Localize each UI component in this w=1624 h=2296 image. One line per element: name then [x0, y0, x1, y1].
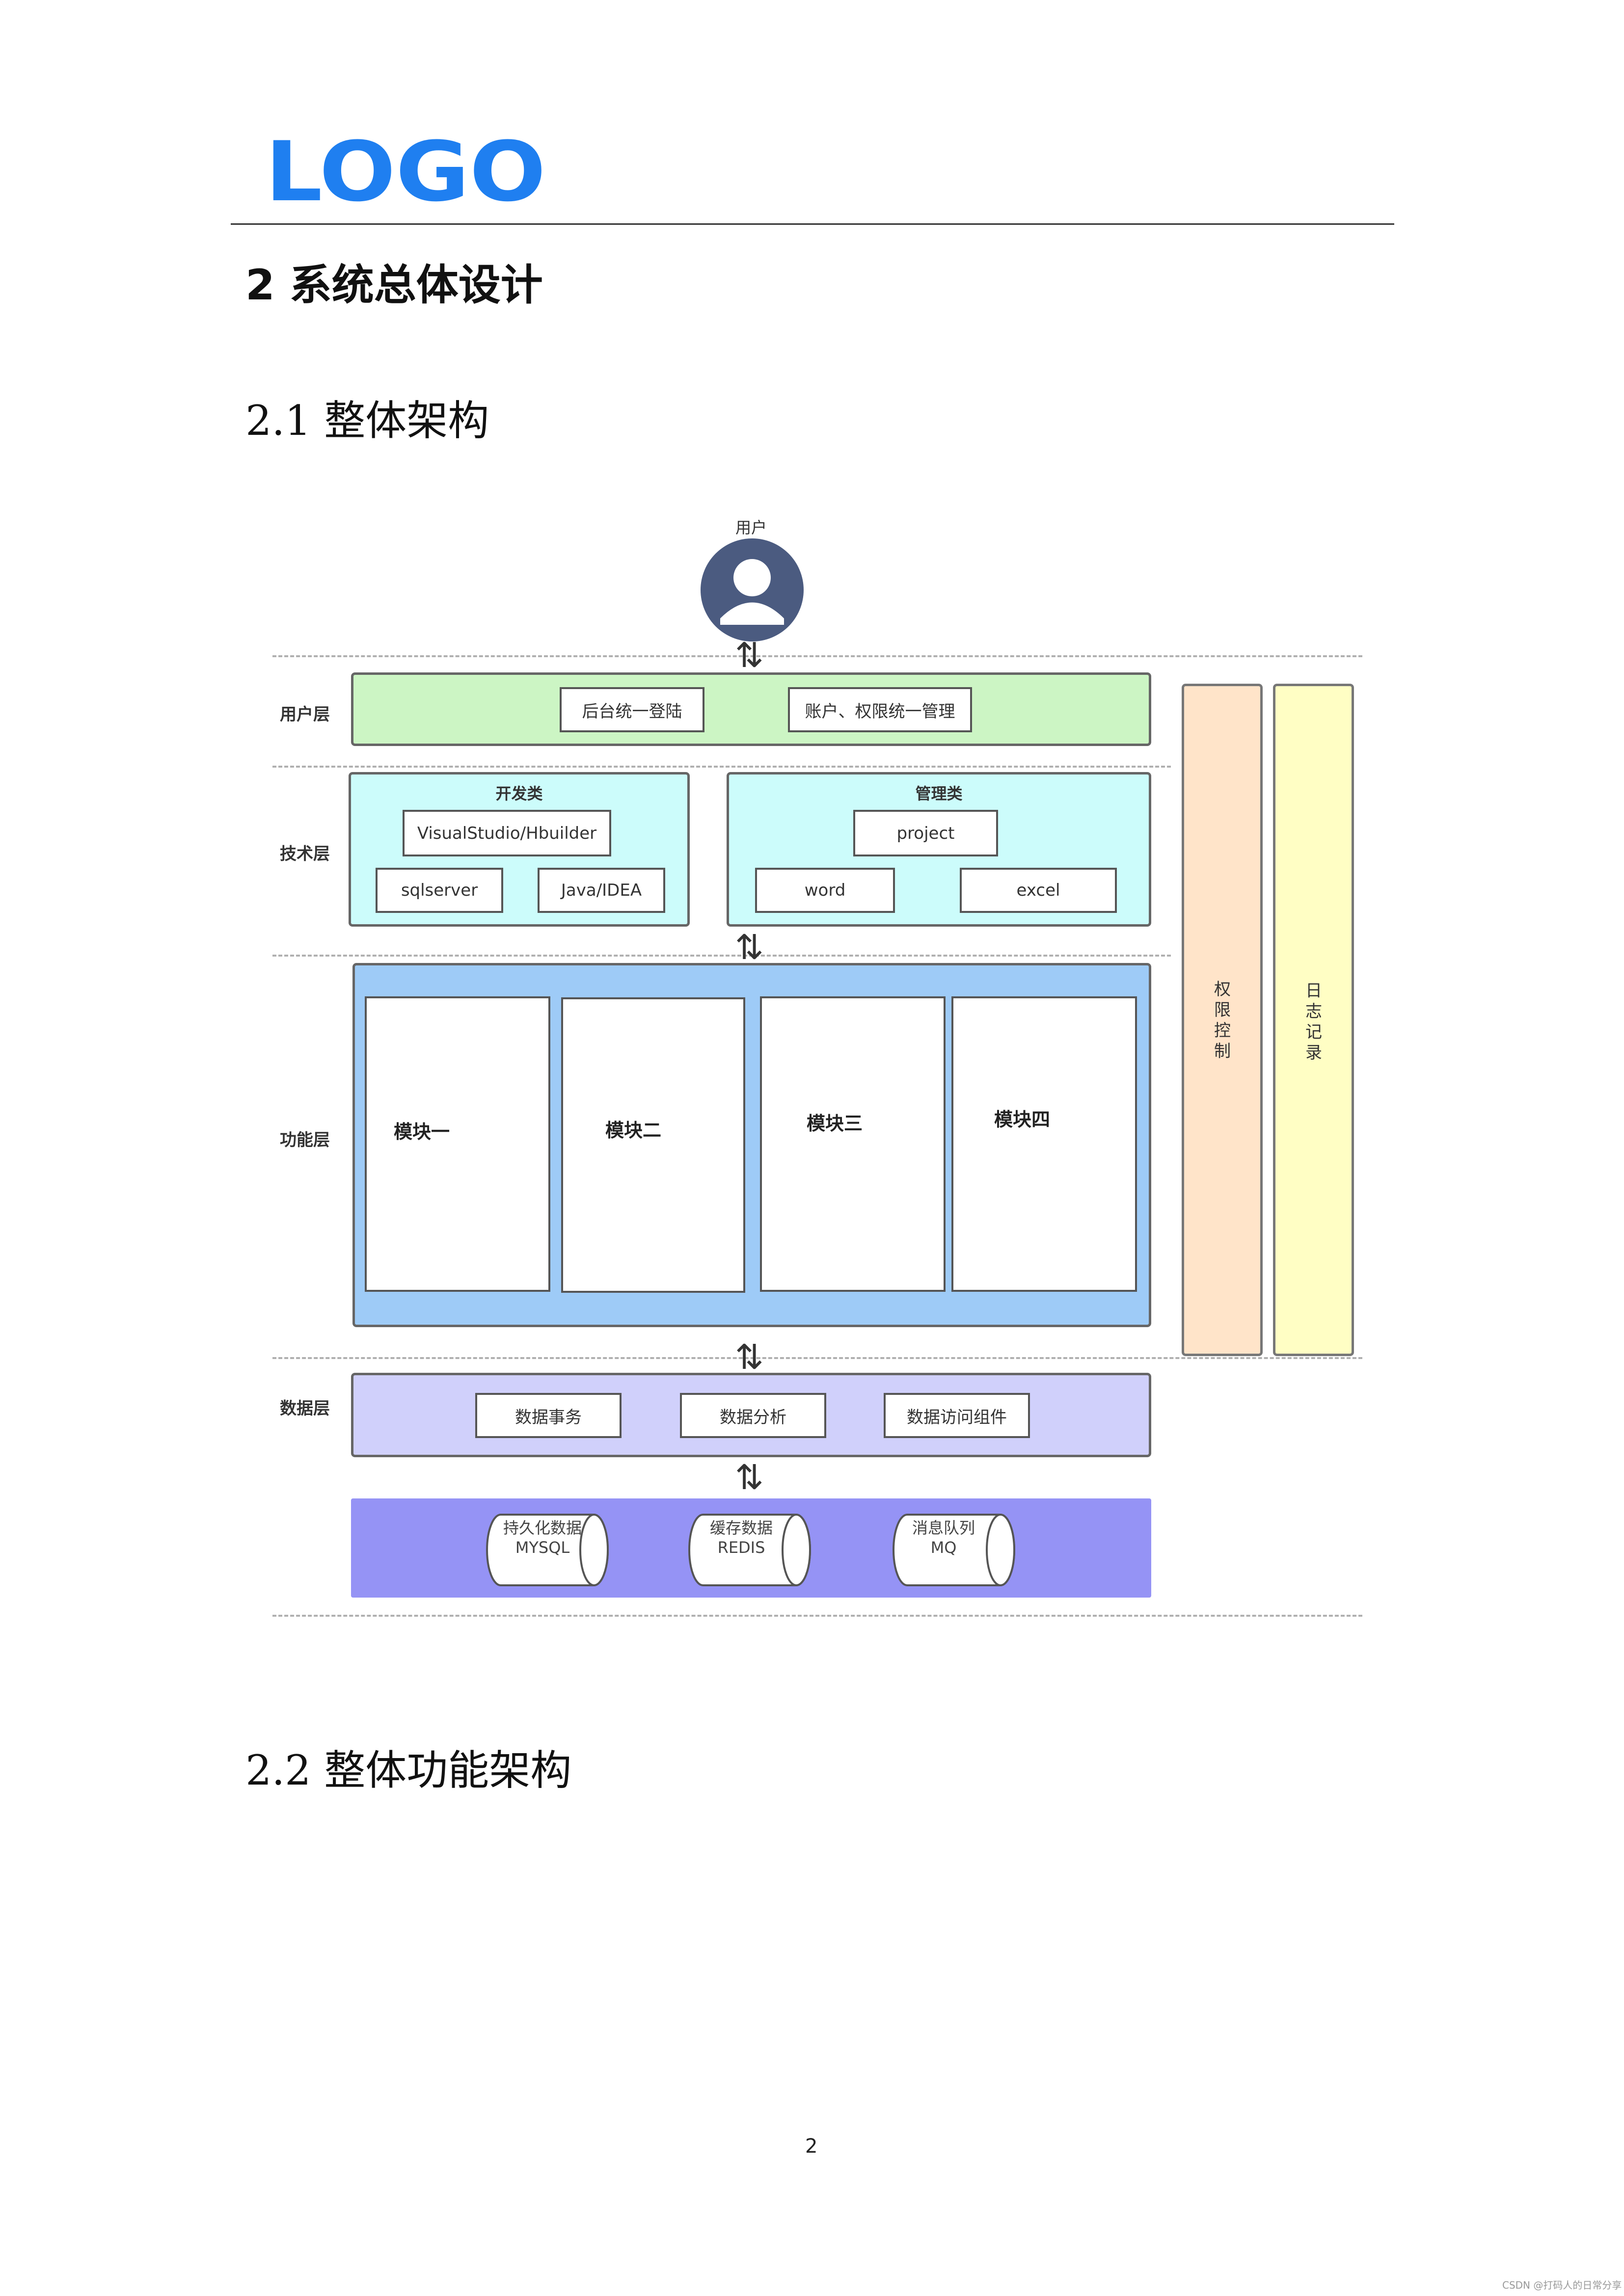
separator-line [272, 1357, 1362, 1359]
data-item-box: 数据事务 [475, 1393, 622, 1438]
permission-control-bar [1182, 684, 1263, 1356]
data-item-box: 数据分析 [680, 1393, 826, 1438]
module-panel [760, 996, 946, 1292]
unified-login-box: 后台统一登陆 [560, 687, 704, 732]
module-label: 模块二 [605, 1120, 662, 1141]
mgmt-tool-box: word [755, 868, 895, 913]
dev-tool-box: Java/IDEA [538, 868, 665, 913]
module-label: 模块四 [994, 1109, 1051, 1130]
bidirectional-arrow-icon: ⇅ [735, 1337, 764, 1377]
bidirectional-arrow-icon: ⇅ [735, 1457, 764, 1497]
module-label: 模块一 [394, 1121, 450, 1143]
permission-control-label: 权限控制 [1214, 980, 1231, 1061]
mgmt-tool-box: project [853, 810, 998, 856]
separator-line [272, 955, 1171, 957]
page-number: 2 [805, 2135, 818, 2158]
separator-line [272, 1615, 1362, 1617]
module-label: 模块三 [807, 1113, 863, 1134]
account-permission-box: 账户、权限统一管理 [788, 687, 972, 732]
layer-label-function: 功能层 [280, 1130, 330, 1150]
separator-line [272, 766, 1171, 768]
layer-label-user: 用户层 [280, 705, 330, 724]
log-record-bar [1273, 684, 1354, 1356]
database-cylinder-icon [486, 1514, 609, 1586]
logo: LOGO [265, 137, 546, 211]
dev-category-title: 开发类 [495, 784, 543, 803]
database-cylinder-icon [688, 1514, 811, 1586]
bidirectional-arrow-icon: ⇅ [735, 635, 764, 675]
log-record-label: 日志记录 [1305, 981, 1322, 1063]
data-item-box: 数据访问组件 [884, 1393, 1030, 1438]
svg-text:LOGO: LOGO [265, 137, 546, 211]
module-panel [561, 997, 745, 1293]
subsection-heading-architecture: 2.1 整体架构 [245, 397, 489, 445]
user-layer-band [351, 672, 1151, 746]
user-label: 用户 [735, 518, 767, 537]
module-panel [951, 996, 1137, 1292]
layer-label-data: 数据层 [280, 1399, 330, 1418]
watermark: CSDN @打码人的日常分享 [1502, 2279, 1622, 2291]
subsection-heading-function-architecture: 2.2 整体功能架构 [245, 1746, 572, 1794]
module-panel [365, 996, 550, 1292]
dev-tool-box: VisualStudio/Hbuilder [403, 810, 611, 856]
user-avatar-icon [701, 538, 804, 641]
section-heading: 2 系统总体设计 [245, 261, 543, 310]
layer-label-tech: 技术层 [280, 844, 330, 864]
mgmt-tool-box: excel [960, 868, 1117, 913]
separator-line [272, 655, 1362, 657]
dev-tool-box: sqlserver [376, 868, 503, 913]
mgmt-category-title: 管理类 [915, 784, 963, 803]
database-cylinder-icon [893, 1514, 1015, 1586]
header-rule [231, 223, 1394, 225]
bidirectional-arrow-icon: ⇅ [735, 927, 764, 967]
